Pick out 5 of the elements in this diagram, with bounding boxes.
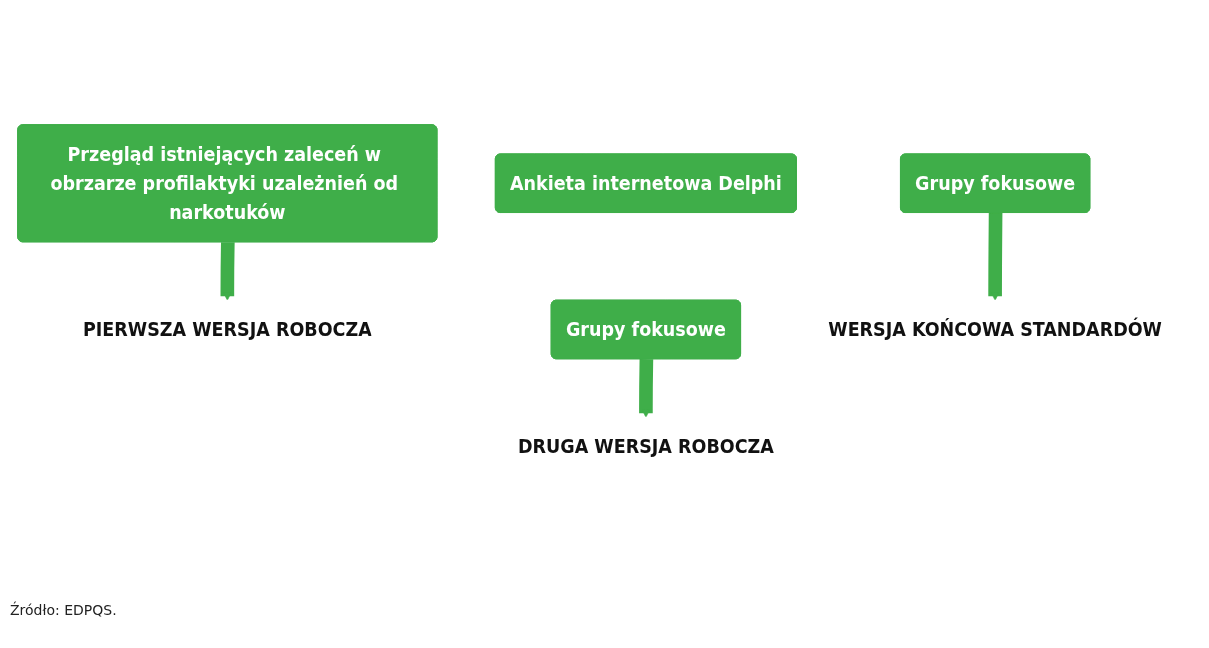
arrow bbox=[988, 212, 1003, 301]
node-text: PIERWSZA WERSJA ROBOCZA bbox=[82, 317, 372, 341]
node-text: WERSJA KOŃCOWA STANDARDÓW bbox=[828, 317, 1162, 341]
node-text: DRUGA WERSJA ROBOCZA bbox=[517, 434, 774, 458]
source-note: Źródło: EDPQS. bbox=[10, 602, 117, 618]
